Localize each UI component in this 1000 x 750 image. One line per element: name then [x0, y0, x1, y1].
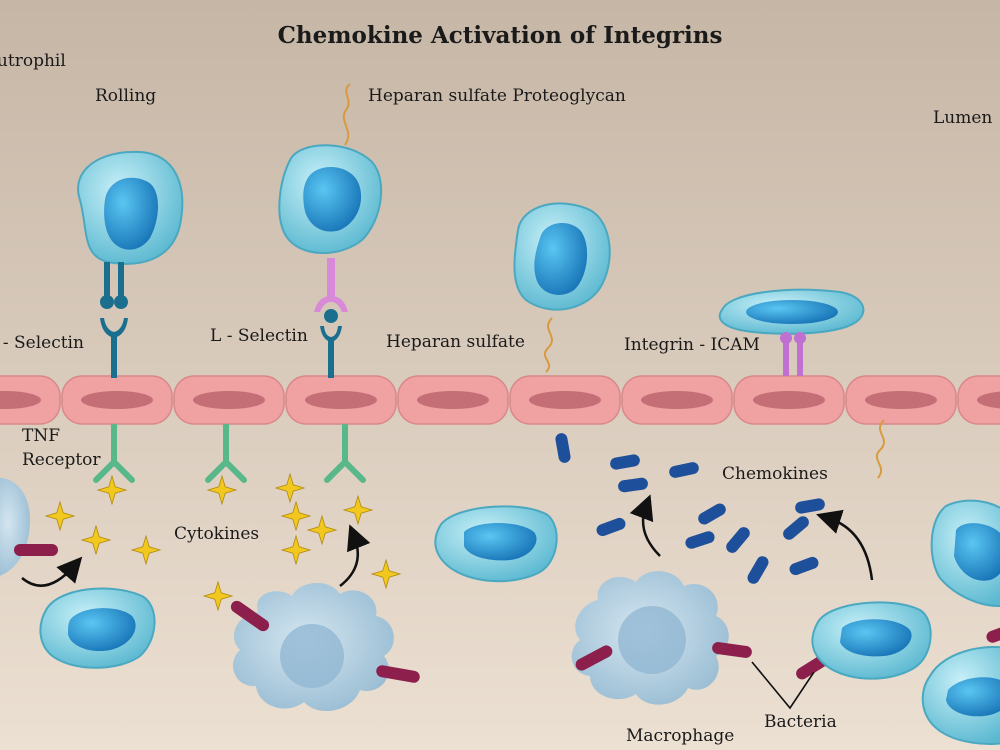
- cytokine-star: [206, 474, 238, 506]
- bacteria-pointer-lines: [751, 661, 815, 710]
- label-heparan-sulfate-proteoglycan: Heparan sulfate Proteoglycan: [368, 86, 626, 106]
- neutrophil-middle: [434, 505, 558, 583]
- neutrophil-lower-left: [39, 587, 156, 669]
- label-rolling: Rolling: [95, 86, 157, 106]
- bacterium-4: [575, 645, 613, 671]
- chemokine-capsule: [698, 503, 726, 525]
- endothelial-cell: [61, 375, 173, 425]
- cytokine-star: [130, 534, 162, 566]
- cell-right-edge-bottom: [921, 645, 1000, 745]
- cytokine-star: [96, 474, 128, 506]
- tnf-receptor-3: [324, 424, 366, 483]
- bacterium-3: [376, 665, 420, 683]
- label-tnf-receptor-line2: Receptor: [22, 450, 101, 470]
- cytokine-star: [280, 500, 312, 532]
- cytokine-star: [44, 500, 76, 532]
- label-chemokines: Chemokines: [722, 464, 828, 484]
- label-heparan-sulfate: Heparan sulfate: [386, 332, 525, 352]
- arrow-2: [339, 524, 371, 587]
- cytokine-star: [202, 580, 234, 612]
- chemokine-capsule: [610, 454, 640, 470]
- chemokine-capsule: [747, 556, 769, 584]
- tnf-receptor-2: [205, 424, 247, 483]
- chemokine-capsule: [783, 516, 809, 540]
- cytokine-star: [342, 494, 374, 526]
- tnf-receptor-1: [93, 424, 135, 483]
- endothelial-cell: [173, 375, 285, 425]
- label-cytokines: Cytokines: [174, 524, 260, 544]
- chemokine-capsule: [669, 462, 699, 478]
- chemokine-capsule: [685, 531, 715, 549]
- label-tnf-receptor-line1: TNF: [22, 426, 61, 446]
- cytokine-star: [274, 472, 306, 504]
- chemokine-capsule: [795, 498, 825, 514]
- chemokine-capsule: [726, 527, 750, 553]
- chemokine-capsule: [555, 433, 571, 463]
- macrophage-right: [571, 571, 729, 705]
- leukocyte-heparan: [513, 202, 611, 311]
- chemokine-group: [555, 433, 825, 584]
- endothelium-layer: [0, 375, 1000, 425]
- endothelial-cell: [397, 375, 509, 425]
- cytokine-star: [370, 558, 402, 590]
- endothelial-cell: [285, 375, 397, 425]
- label-l-selectin: L - Selectin: [210, 326, 308, 346]
- label-bacteria: Bacteria: [764, 712, 837, 732]
- cytokine-group: [44, 472, 402, 612]
- cytokine-star: [80, 524, 112, 556]
- p-selectin-receptor: [100, 318, 128, 378]
- endothelial-cell: [0, 375, 61, 425]
- endothelial-cell: [621, 375, 733, 425]
- arrow-4: [816, 509, 874, 581]
- chemokine-capsule: [618, 477, 648, 493]
- macrophage-left: [233, 582, 394, 712]
- cytokine-star: [306, 514, 338, 546]
- cell-right-edge-top: [930, 499, 1000, 607]
- label-p-selectin: P - Selectin: [0, 333, 84, 353]
- integrin-icam-pair: [780, 332, 806, 376]
- arrow-1: [21, 556, 83, 587]
- proteoglycan-strand-right: [875, 419, 885, 479]
- bacterium-1: [14, 544, 58, 556]
- bacterium-2: [230, 600, 270, 632]
- cytokine-star: [280, 534, 312, 566]
- endothelial-cell: [509, 375, 621, 425]
- leukocyte-l-selectin: [278, 144, 383, 254]
- endothelial-cell: [845, 375, 957, 425]
- l-selectin-molecule: [314, 258, 348, 378]
- heparan-sulfate-proteoglycan-strand: [342, 83, 351, 146]
- leukocyte-rolling: [77, 150, 184, 265]
- page-title: Chemokine Activation of Integrins: [277, 22, 723, 49]
- heparan-sulfate-strand: [543, 317, 553, 373]
- endothelial-cell: [957, 375, 1000, 425]
- endothelial-cell: [733, 375, 845, 425]
- label-integrin-icam: Integrin - ICAM: [624, 335, 760, 355]
- bacterium-5: [712, 642, 752, 658]
- chemokine-capsule: [596, 517, 626, 537]
- arrow-3: [629, 494, 661, 557]
- chemokine-capsule: [789, 556, 819, 576]
- neutrophil-lower-right: [811, 601, 932, 680]
- label-neutrophil: Neutrophil: [0, 51, 66, 71]
- p-selectin-ligand: [100, 262, 128, 309]
- label-lumen: Lumen: [933, 108, 993, 128]
- bacterium-7: [986, 624, 1000, 643]
- leukocyte-adherent: [718, 288, 865, 335]
- label-macrophage: Macrophage: [626, 726, 735, 746]
